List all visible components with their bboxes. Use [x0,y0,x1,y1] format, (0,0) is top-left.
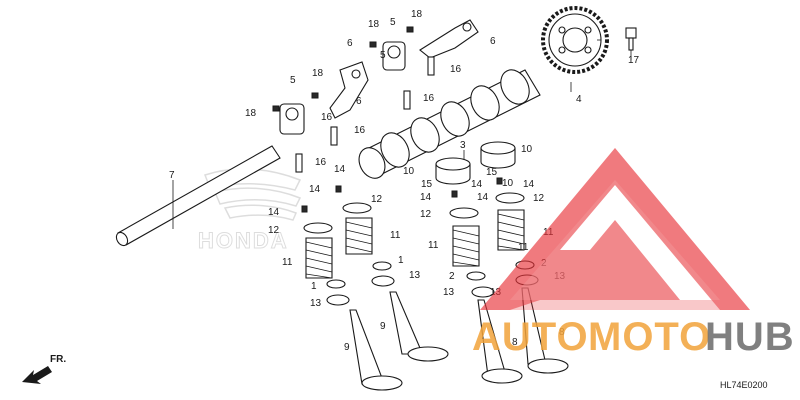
watermark-triangle-icon [480,148,750,310]
roller-follower-right [382,41,406,71]
callout-label: 18 [368,19,380,30]
direction-arrow-icon [22,366,52,384]
callout-label: 9 [344,342,350,353]
callout-label: 11 [428,240,439,251]
callout-label: 16 [450,64,462,75]
callout-label: 3 [460,140,466,151]
leader-lines [172,39,632,229]
callout-label: 2 [449,271,455,282]
valve-assemblies [301,177,569,391]
callout-label: 18 [245,108,257,119]
callout-label: 12 [268,225,280,236]
watermark-moto: MOTO [588,315,711,359]
callout-label: 12 [533,193,545,204]
callout-label: 5 [380,50,386,61]
callout-label: 14 [471,179,483,190]
watermark: AUTO MOTO HUB [472,148,795,359]
watermark-auto: AUTO [472,315,589,359]
callout-label: 18 [312,68,324,79]
callout-label: 14 [523,179,535,190]
rocker-arm-left [329,61,369,119]
callout-label: 16 [321,112,333,123]
callout-label: 13 [409,270,421,281]
callout-label: 15 [421,179,433,190]
callout-label: 8 [559,327,565,338]
callout-label: 8 [512,337,518,348]
callout-label: 5 [290,75,296,86]
callout-label: 10 [521,144,533,155]
cam-sprocket [541,6,609,74]
callout-label: 11 [390,230,401,241]
callout-label: 11 [518,242,529,253]
camshaft [358,69,541,179]
callout-label: 17 [628,55,640,66]
callout-label: 18 [411,9,423,20]
callout-label: 10 [502,178,514,189]
sprocket-bolt [625,27,637,51]
callout-label: 6 [490,36,496,47]
callout-label: 12 [371,194,383,205]
watermark-hub: HUB [705,315,795,359]
valve-shims [435,141,516,185]
rocker-arm-right [419,19,479,59]
callout-label: 13 [310,298,322,309]
callout-label: 6 [347,38,353,49]
callout-label: 7 [169,170,175,181]
callout-labels: 18 5 18 6 5 6 17 5 18 16 18 6 16 4 16 16… [169,9,640,353]
rocker-shaft [115,145,281,247]
diagram-ref-code: HL74E0200 [720,380,768,390]
callout-label: 5 [390,17,396,28]
callout-label: 14 [334,164,346,175]
honda-wing-logo: HONDA [198,168,302,254]
callout-label: 16 [315,157,327,168]
front-direction-indicator: FR. [22,354,66,384]
callout-label: 10 [403,166,415,177]
callout-label: 16 [423,93,435,104]
callout-label: 14 [477,192,489,203]
callout-label: 4 [576,94,582,105]
callout-label: 11 [282,257,293,268]
direction-label: FR. [50,354,66,365]
callout-label: 1 [311,281,317,292]
rocker-springs [272,26,435,173]
callout-label: 14 [268,207,280,218]
callout-label: 1 [398,255,404,266]
callout-label: 14 [309,184,321,195]
callout-label: 14 [420,192,432,203]
callout-label: 12 [420,209,432,220]
roller-follower-left [279,103,305,135]
callout-label: 6 [356,96,362,107]
callout-label: 15 [486,167,498,178]
callout-label: 16 [354,125,366,136]
callout-label: 13 [443,287,455,298]
honda-logo-text: HONDA [198,228,289,253]
callout-label: 9 [380,321,386,332]
